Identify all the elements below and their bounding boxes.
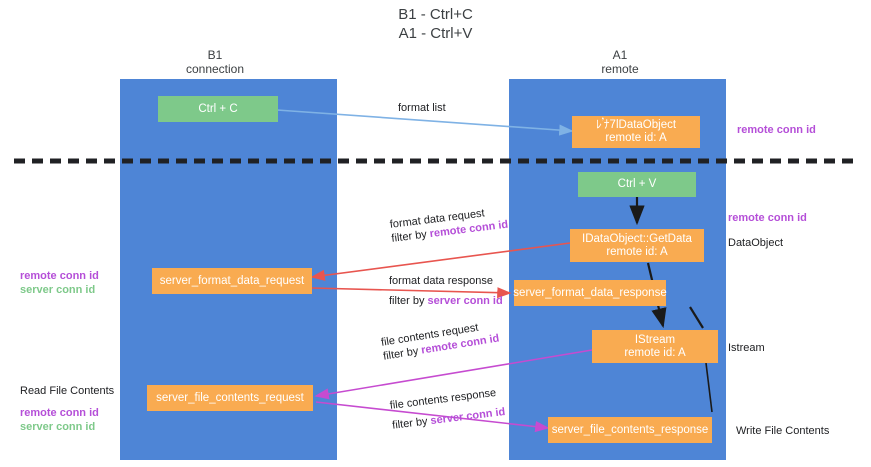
title-line-1: B1 - Ctrl+C [398,6,473,23]
filter-key-server-conn-id: server conn id [429,405,506,428]
column-header-a1-name: A1 [612,48,628,62]
filter-prefix: filter by [390,228,431,245]
edge-label-format-list-text: format list [398,102,446,114]
edge-label-format-data-request: format data request filter by remote con… [389,204,509,246]
node-istream[interactable]: IStream remote id: A [592,330,718,363]
node-idataobject-getdata-line1: IDataObject::GetData [582,232,692,245]
page-title: B1 - Ctrl+C A1 - Ctrl+V [0,5,871,43]
filter-key-server-conn-id: server conn id [427,295,503,307]
column-header-b1-sub: connection [185,62,245,76]
annotation-right-istream: Istream [728,342,765,354]
edge-label-format-data-response-filter: filter by server conn id [389,294,503,308]
node-server-format-data-request[interactable]: server_format_data_request [152,268,312,294]
filter-prefix: filter by [389,295,428,307]
column-header-b1-name: B1 [207,48,223,62]
node-idataobject-line2: remote id: A [605,132,667,144]
node-server-format-data-response[interactable]: server_format_data_response [513,280,667,306]
node-ctrl-c-label: Ctrl + C [198,102,238,115]
annotation-left-mid: remote conn id server conn id [20,269,99,297]
annotation-left-mid-server: server conn id [20,284,96,296]
annotation-left-bottom: Read File Contents remote conn id server… [20,384,114,434]
annotation-left-mid-remote: remote conn id [20,270,99,282]
edge-label-file-contents-response: file contents response filter by server … [389,385,506,433]
annotation-left-bottom-remote: remote conn id [20,407,99,419]
node-idataobject-line1: ﾚ𝄒ﾅ7lDataObject [595,119,677,131]
node-istream-line1: IStream [634,333,676,346]
node-ctrl-c[interactable]: Ctrl + C [158,96,278,122]
filter-prefix: filter by [391,415,432,432]
edge-label-format-data-response-text: format data response [389,275,493,287]
node-ctrl-v-label: Ctrl + V [617,178,657,190]
edge-label-format-data-response: format data response filter by server co… [389,274,503,308]
annotation-right-top-remote-conn-id: remote conn id [737,124,816,136]
node-server-format-data-response-label: server_format_data_response [513,286,667,299]
node-ctrl-v[interactable]: Ctrl + V [578,172,696,197]
node-server-file-contents-request[interactable]: server_file_contents_request [147,385,313,411]
edge-label-format-list: format list [398,101,446,115]
column-header-a1-sub: remote [601,62,639,76]
node-idataobject[interactable]: ﾚ𝄒ﾅ7lDataObject remote id: A [572,116,700,148]
title-line-2: A1 - Ctrl+V [398,25,473,42]
column-header-b1: B1 connection [145,48,285,76]
edge-label-file-contents-request: file contents request filter by remote c… [380,318,500,364]
column-header-a1: A1 remote [550,48,690,76]
node-server-file-contents-request-label: server_file_contents_request [156,391,304,404]
annotation-right-getdata-remote-conn-id: remote conn id [728,212,807,224]
node-idataobject-getdata[interactable]: IDataObject::GetData remote id: A [570,229,704,262]
annotation-right-dataobject: DataObject [728,237,784,249]
node-istream-line2: remote id: A [624,346,686,359]
annotation-right-write-file-contents: Write File Contents [736,425,830,437]
annotation-left-bottom-server: server conn id [20,421,96,433]
node-server-file-contents-response[interactable]: server_file_contents_response [548,417,712,443]
node-server-format-data-request-label: server_format_data_request [159,274,305,287]
node-idataobject-getdata-line2: remote id: A [606,245,668,258]
annotation-left-bottom-heading: Read File Contents [20,385,115,397]
node-server-file-contents-response-label: server_file_contents_response [551,423,709,436]
